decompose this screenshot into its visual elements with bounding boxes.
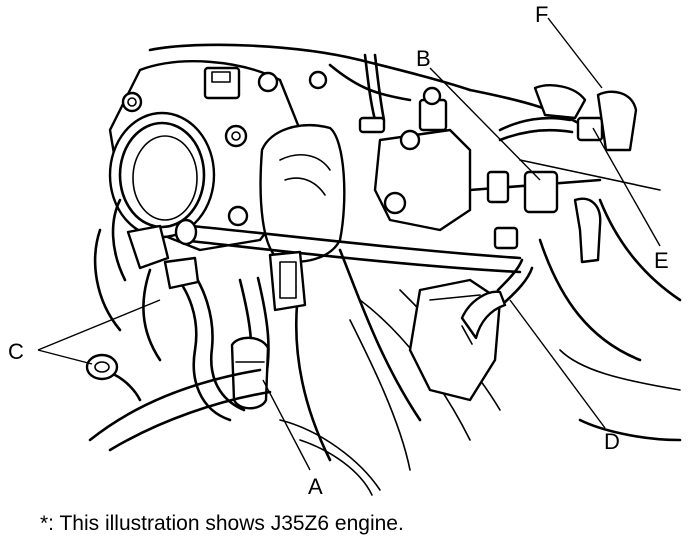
vacuum-hose-fittings <box>486 84 638 264</box>
figure-caption: *: This illustration shows J35Z6 engine. <box>40 512 404 535</box>
callout-c: C <box>8 339 24 364</box>
hose-d <box>460 258 534 345</box>
callout-d: D <box>604 429 620 454</box>
nipple-fitting <box>85 353 142 402</box>
lower-manifold-lines <box>88 368 682 496</box>
callout-a: A <box>308 474 323 499</box>
callout-e: E <box>654 248 669 273</box>
callout-b: B <box>416 46 431 71</box>
leader-lines <box>37 17 661 471</box>
callout-f: F <box>535 2 548 27</box>
throttle-position-sensor <box>259 124 346 263</box>
control-valve-bracket <box>358 53 472 232</box>
throttle-body <box>108 60 328 252</box>
breather-tube <box>174 218 522 274</box>
